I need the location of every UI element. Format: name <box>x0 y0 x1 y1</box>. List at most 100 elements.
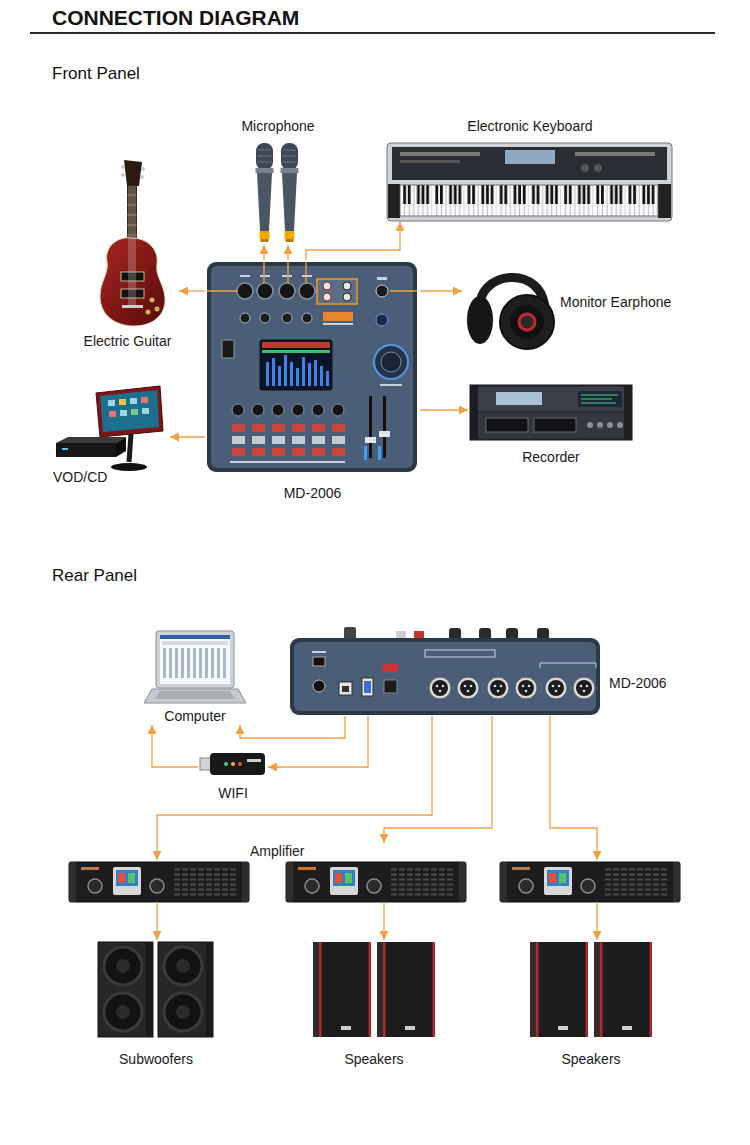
device-label: Microphone <box>241 118 314 134</box>
device-label: Speakers <box>561 1051 620 1067</box>
wifi-dongle-illustration <box>231 762 235 766</box>
signal-arrow <box>240 716 345 738</box>
mixer-front-illustration <box>257 283 273 299</box>
mixer-front-illustration <box>302 275 312 277</box>
mixer-front-illustration <box>317 279 357 304</box>
wifi-dongle-illustration <box>200 753 265 775</box>
wifi-dongle-illustration <box>210 753 265 775</box>
mixer-front-illustration <box>211 266 413 468</box>
mixer-front-illustration <box>232 404 244 416</box>
headphone-illustration <box>510 305 544 339</box>
wifi-dongle-illustration <box>238 762 242 766</box>
mixer-front-illustration <box>314 360 317 386</box>
mixer-front-illustration <box>302 357 305 386</box>
guitar-illustration <box>150 298 155 303</box>
mixer-rear-illustration <box>573 677 595 699</box>
vod-illustration <box>96 386 163 437</box>
device-label: VOD/CD <box>53 469 107 485</box>
mixer-front-illustration <box>323 323 353 325</box>
signal-arrow <box>157 716 432 860</box>
vod-illustration <box>111 463 147 471</box>
guitar-illustration <box>122 305 143 308</box>
mixer-rear-illustration <box>362 678 373 696</box>
recorder-illustration <box>578 391 622 407</box>
speaker-illustration <box>377 942 435 1037</box>
mixer-front-illustration <box>272 404 284 416</box>
device-label: Recorder <box>522 449 580 465</box>
guitar-illustration <box>146 310 151 315</box>
guitar-illustration <box>127 185 137 245</box>
amplifier-illustration <box>69 862 680 902</box>
wifi-dongle-illustration <box>224 762 228 766</box>
device-label: WIFI <box>218 785 248 801</box>
mixer-front-illustration <box>260 313 270 323</box>
signal-arrow <box>263 245 264 260</box>
laptop-illustration <box>160 635 230 684</box>
microphone-illustration <box>281 143 299 242</box>
guitar-illustration <box>124 160 142 186</box>
guitar-illustration <box>127 195 137 235</box>
device-label: Electronic Keyboard <box>467 118 592 134</box>
subwoofer-illustration <box>158 942 213 1037</box>
speaker-illustration <box>530 942 588 1037</box>
recorder-illustration <box>534 418 576 432</box>
guitar-illustration <box>140 175 144 179</box>
keyboard-device: Electronic Keyboard <box>385 118 675 222</box>
device-label: MD-2006 <box>284 485 342 501</box>
headphone-illustration <box>519 314 535 330</box>
mixer-front-illustration <box>282 275 292 277</box>
guitar-illustration <box>121 173 125 177</box>
guitar-illustration <box>129 186 135 306</box>
signal-arrow <box>306 222 400 260</box>
signal-arrow <box>287 245 288 260</box>
speaker-pair: Speakers <box>310 940 438 1068</box>
mixer-rear-illustration <box>294 642 596 711</box>
mixer-front-illustration <box>232 424 345 456</box>
signal-arrow <box>420 409 468 410</box>
laptop-illustration <box>162 641 228 645</box>
keyboard-illustration <box>594 164 602 172</box>
subwoofer-illustration <box>98 942 213 1037</box>
amplifier <box>500 860 680 902</box>
diagram-title: CONNECTION DIAGRAM <box>52 5 299 30</box>
mixer-front-illustration <box>222 340 234 358</box>
mixer-front-illustration <box>240 275 250 277</box>
laptop-illustration <box>163 648 226 678</box>
signal-arrow <box>156 902 157 940</box>
mixer-front-illustration <box>320 366 323 386</box>
vod-illustration <box>62 448 68 450</box>
mixer-rear-illustration <box>425 650 495 657</box>
mixer-front-illustration <box>365 437 376 443</box>
recorder-device: Recorder <box>468 383 634 466</box>
mixer-front-illustration <box>260 275 270 277</box>
guitar-illustration <box>121 272 144 281</box>
mixer-front-illustration <box>252 404 264 416</box>
section-heading: Rear Panel <box>52 566 137 586</box>
keyboard-illustration <box>387 143 672 221</box>
keyboard-illustration <box>400 185 658 216</box>
mixer-front-illustration <box>207 262 417 472</box>
device-label: Computer <box>164 708 225 724</box>
mixer-rear: MD-2006 <box>288 622 675 716</box>
signal-arrow <box>170 436 205 437</box>
recorder-illustration <box>470 385 478 440</box>
headphone-illustration <box>467 296 493 344</box>
amplifier-illustration <box>69 862 249 902</box>
device-label: Electric Guitar <box>84 333 172 349</box>
microphone-illustration <box>257 173 272 231</box>
device-label: Amplifier <box>250 843 304 859</box>
device-label: Subwoofers <box>119 1051 193 1067</box>
signal-arrow <box>384 716 492 843</box>
vod-illustration <box>108 400 115 406</box>
mixer-rear-illustration <box>290 638 600 715</box>
speaker-illustration <box>313 942 652 1037</box>
microphone-illustration <box>258 150 272 162</box>
mixer-rear-illustration <box>339 682 352 695</box>
mixer-front-illustration <box>332 404 344 416</box>
vod-illustration <box>56 437 126 443</box>
mixer-front-illustration <box>279 283 295 299</box>
vod-device: VOD/CD <box>50 383 170 486</box>
microphone-illustration <box>256 168 274 173</box>
mixer-front-illustration <box>364 446 367 460</box>
